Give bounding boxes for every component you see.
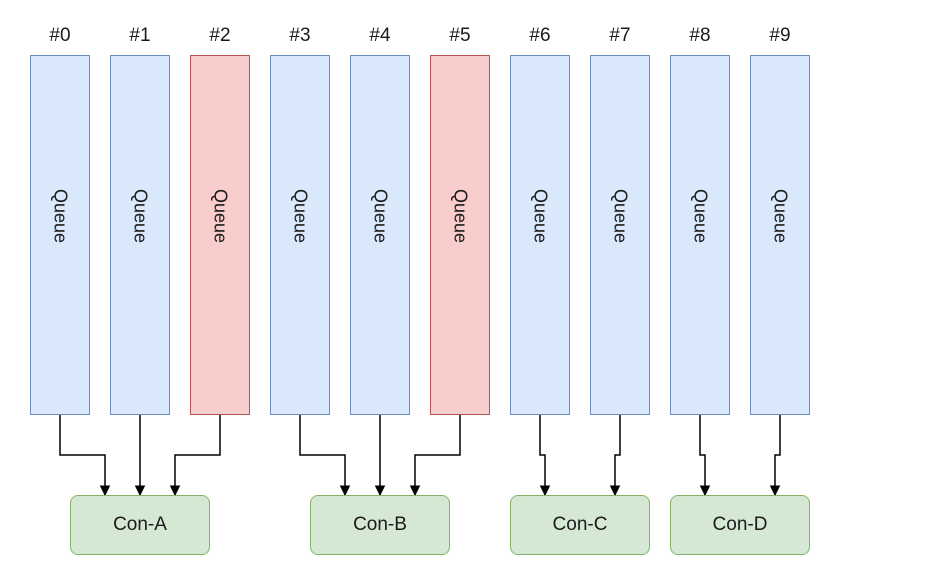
queue-box: Queue	[350, 55, 410, 415]
queue-index-label: #2	[209, 25, 231, 46]
queue-box-label: Queue	[130, 188, 151, 244]
queue-box-label: Queue	[210, 188, 231, 244]
queue-index-label: #0	[49, 25, 71, 46]
queue-index-label: #6	[529, 25, 551, 46]
queue-box-label: Queue	[290, 188, 311, 244]
queue-index-label: #5	[449, 25, 471, 46]
queue-box-label: Queue	[450, 188, 471, 244]
queue-box-label: Queue	[610, 188, 631, 244]
queue-box-label: Queue	[370, 188, 391, 244]
queue-box-label: Queue	[530, 188, 551, 244]
queue-index-label: #9	[769, 25, 791, 46]
queue-to-consumer-arrow	[769, 415, 781, 497]
queue-box-label: Queue	[50, 188, 71, 244]
queue-box: Queue	[750, 55, 810, 415]
queue-index-label: #7	[609, 25, 631, 46]
queue-box: Queue	[270, 55, 330, 415]
queue-box: Queue	[510, 55, 570, 415]
consumer-box: Con-A	[70, 495, 210, 555]
queue-to-consumer-arrow	[609, 415, 621, 497]
queue-box-highlighted: Queue	[430, 55, 490, 415]
queue-index-label: #4	[369, 25, 391, 46]
queue-box-highlighted: Queue	[190, 55, 250, 415]
queue-box: Queue	[590, 55, 650, 415]
queue-index-label: #1	[129, 25, 151, 46]
queue-to-consumer-arrow	[539, 415, 551, 497]
queue-to-consumer-arrow	[299, 415, 351, 497]
queue-box: Queue	[30, 55, 90, 415]
queue-box: Queue	[110, 55, 170, 415]
queue-box-label: Queue	[770, 188, 791, 244]
consumer-box: Con-D	[670, 495, 810, 555]
consumer-box: Con-C	[510, 495, 650, 555]
consumer-box: Con-B	[310, 495, 450, 555]
queue-index-label: #8	[689, 25, 711, 46]
queue-to-consumer-arrow	[409, 415, 461, 497]
queue-index-label: #3	[289, 25, 311, 46]
queue-to-consumer-arrow	[169, 415, 221, 497]
queue-box-label: Queue	[690, 188, 711, 244]
queue-box: Queue	[670, 55, 730, 415]
queue-to-consumer-arrow	[699, 415, 711, 497]
queue-to-consumer-arrow	[59, 415, 111, 497]
